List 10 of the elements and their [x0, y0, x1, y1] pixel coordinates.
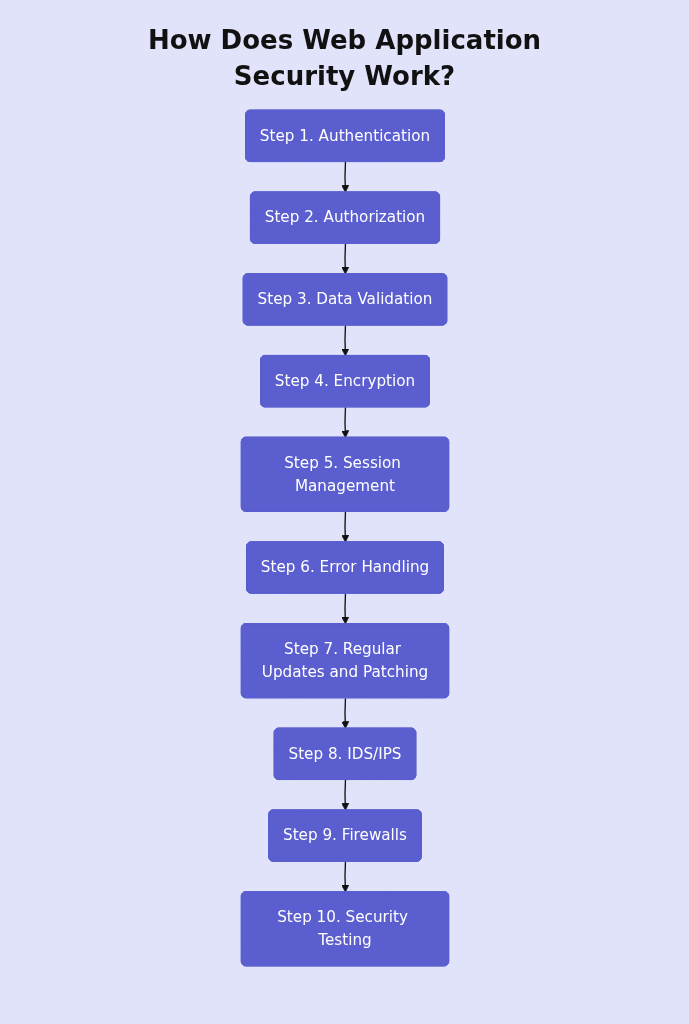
- diagram-title: How Does Web Application Security Work?: [146, 24, 543, 94]
- arrow: [340, 779, 349, 811]
- arrow: [340, 592, 349, 625]
- arrow: [340, 324, 349, 357]
- arrow: [340, 510, 349, 543]
- arrow: [340, 242, 349, 275]
- arrow: [340, 406, 349, 438]
- arrow: [340, 697, 349, 729]
- arrow: [340, 860, 349, 893]
- arrow: [340, 161, 349, 193]
